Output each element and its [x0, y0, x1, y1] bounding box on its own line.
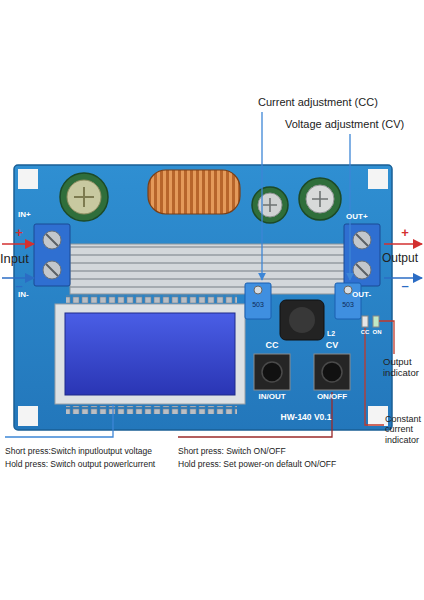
mounting-hole [18, 169, 38, 189]
callout-text: Output indicator [383, 357, 424, 379]
toroid-inductor [148, 170, 240, 214]
silkscreen-label: HW-140 V0.1 [258, 413, 354, 423]
leader-line [365, 328, 384, 425]
capacitor-top [306, 185, 334, 213]
silkscreen-label: CV [318, 340, 346, 350]
capacitor [299, 178, 341, 220]
silkscreen-label: OUT- [352, 290, 388, 299]
mounting-hole [18, 406, 38, 426]
inductor-core [289, 307, 315, 333]
silkscreen-label: IN+ [18, 210, 48, 219]
silkscreen-label: IN/OUT [247, 392, 297, 401]
pot-screw [254, 286, 262, 294]
silkscreen-label: CC [258, 340, 286, 350]
terminal-block [34, 224, 70, 286]
note-text: Hold press: Set power-on default ON/OFF [178, 460, 398, 470]
leader-line [379, 321, 394, 354]
capacitor [60, 173, 108, 221]
note-text: Short press: Switch ON/OFF [178, 447, 378, 457]
button-cap [262, 362, 282, 382]
polarity-sign: – [398, 279, 412, 294]
lcd-frame [55, 304, 245, 404]
led [373, 316, 379, 327]
silkscreen-label: L2 [327, 330, 341, 338]
capacitor-vent [312, 191, 328, 207]
leader-line [5, 404, 113, 437]
polarity-sign: + [398, 226, 412, 241]
trim-potentiometer [245, 283, 271, 319]
pin-header [66, 295, 237, 303]
pot-marking: 503 [245, 301, 271, 309]
pot-marking: 503 [335, 301, 361, 309]
capacitor-vent [263, 198, 277, 212]
callout-text: Constant current indicator [385, 414, 424, 445]
screw-slot [356, 234, 368, 276]
note-text: Short press:Switch inputloutput voltage [5, 447, 177, 457]
silkscreen-label: CC [358, 329, 372, 336]
silkscreen-label: ON [370, 329, 384, 336]
pot-screw [344, 286, 352, 294]
screw-slot [46, 234, 58, 276]
polarity-sign: + [12, 226, 26, 241]
push-button [254, 354, 290, 390]
silkscreen-label: OUT+ [346, 212, 386, 221]
pin-header [66, 406, 237, 414]
callout-text: Voltage adjustment (CV) [285, 118, 424, 131]
power-inductor [280, 300, 324, 340]
capacitor-top [67, 180, 101, 214]
lcd-screen [65, 313, 235, 395]
terminal-label: Input [0, 252, 40, 267]
leader-line [261, 112, 262, 280]
trim-potentiometer [335, 283, 361, 319]
mounting-hole [368, 169, 388, 189]
capacitor-vent [74, 187, 94, 207]
silkscreen-label: IN- [18, 290, 48, 299]
polarity-arrow [384, 243, 422, 245]
push-button [314, 354, 350, 390]
leader-line [349, 134, 350, 280]
callout-text: Current adjustment (CC) [258, 96, 424, 109]
button-cap [322, 362, 342, 382]
terminal-label: Output [382, 252, 424, 266]
polarity-arrow [2, 243, 34, 245]
capacitor [252, 187, 288, 223]
silkscreen-label: ON/OFF [307, 392, 357, 401]
led [362, 316, 368, 327]
heatsink [70, 244, 350, 294]
note-text: Hold press: Switch output powerlcurrent [5, 460, 177, 470]
pcb-board [14, 165, 392, 430]
